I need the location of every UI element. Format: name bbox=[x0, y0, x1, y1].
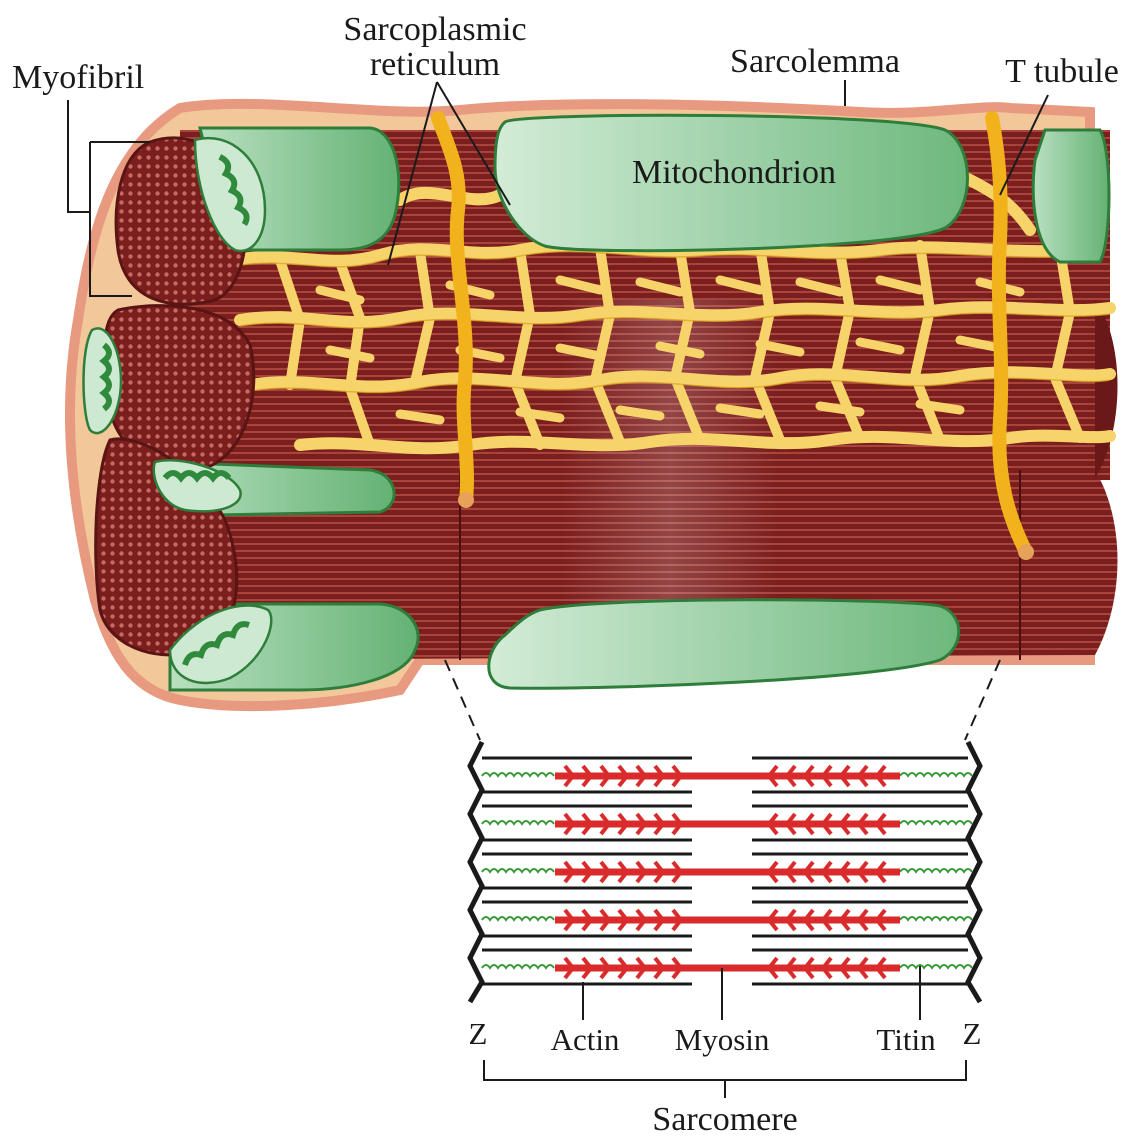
titin-filament bbox=[900, 821, 972, 824]
z-line-label-left: Z bbox=[469, 1016, 488, 1051]
myosin-label: Myosin bbox=[675, 1022, 770, 1057]
mitochondrion-bottom-large bbox=[489, 600, 959, 689]
actin-label: Actin bbox=[551, 1022, 620, 1057]
titin-filament bbox=[900, 965, 972, 968]
titin-filament bbox=[482, 821, 554, 824]
titin-filament bbox=[482, 917, 554, 920]
z-line-left bbox=[470, 742, 482, 1002]
z-line-right bbox=[968, 742, 980, 1002]
titin-label: Titin bbox=[876, 1022, 936, 1057]
sarcolemma-label: Sarcolemma bbox=[730, 43, 900, 80]
sarcomere-label: Sarcomere bbox=[652, 1101, 797, 1138]
titin-filament bbox=[482, 965, 554, 968]
zoom-guide-left bbox=[445, 660, 480, 740]
titin-filament bbox=[900, 773, 972, 776]
titin-filament bbox=[900, 917, 972, 920]
sarcoplasmic-label-line1: Sarcoplasmic bbox=[343, 11, 526, 48]
titin-filament bbox=[482, 869, 554, 872]
myofibril-label: Myofibril bbox=[12, 59, 144, 96]
titin-filament bbox=[482, 773, 554, 776]
t-tubule-label: T tubule bbox=[1005, 53, 1119, 90]
sarcoplasmic-label-line2: reticulum bbox=[370, 46, 500, 83]
mitochondrion-label: Mitochondrion bbox=[632, 154, 836, 191]
z-line-label-right: Z bbox=[963, 1016, 982, 1051]
titin-filament bbox=[900, 869, 972, 872]
zoom-guide-right bbox=[965, 660, 1000, 740]
sarcomere-bracket bbox=[484, 1060, 966, 1098]
sarcomere-schematic bbox=[470, 742, 980, 1002]
mitochondrion-top-right bbox=[1033, 130, 1109, 262]
